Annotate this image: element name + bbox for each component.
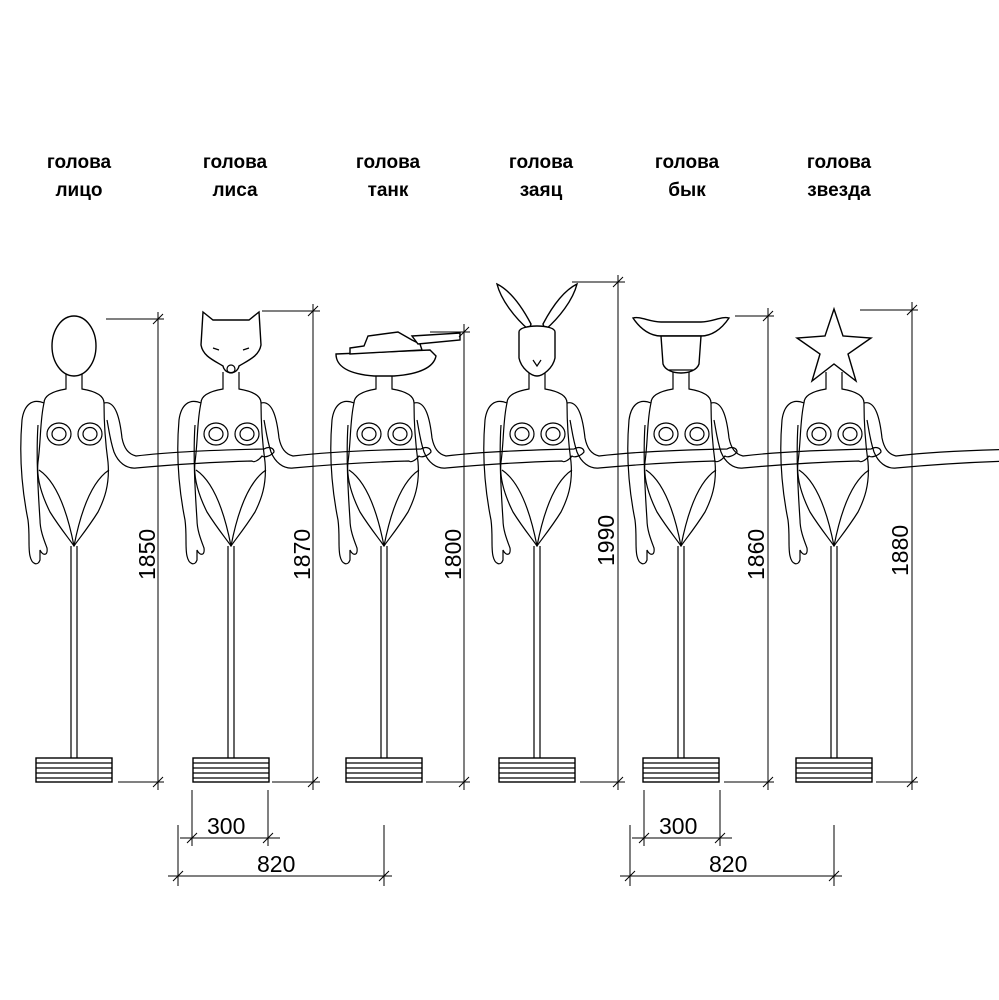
span-label-left: 820 [257, 851, 295, 877]
tank-head-icon [335, 331, 461, 377]
mannequin-face [20, 315, 275, 783]
label-star-type: голова [806, 152, 872, 173]
height-dim-fox: 1870 [262, 304, 320, 790]
label-hare-type: голова [508, 152, 574, 173]
label-hare: голова заяц [481, 149, 601, 205]
mannequin-tank [330, 331, 585, 783]
face-head-icon [51, 315, 97, 377]
height-label-tank: 1800 [440, 529, 466, 580]
label-bull-type: голова [654, 152, 720, 173]
height-dim-face: 1850 [106, 312, 164, 790]
mannequin-fox [177, 310, 432, 783]
label-bull-name: бык [668, 180, 706, 201]
base-width-label-left: 300 [207, 813, 245, 839]
height-label-star: 1880 [887, 525, 913, 576]
label-fox-type: голова [202, 152, 268, 173]
label-face-type: голова [46, 152, 112, 173]
fox-head-icon [200, 310, 262, 374]
mannequin-hare [483, 282, 738, 783]
height-dim-tank: 1800 [426, 324, 470, 790]
label-star-name: звезда [807, 180, 871, 201]
width-dims-left: 300 820 [168, 790, 392, 886]
label-face-name: лицо [55, 180, 103, 201]
label-tank-type: голова [355, 152, 421, 173]
height-dim-star: 1880 [860, 302, 918, 790]
height-label-face: 1850 [134, 529, 160, 580]
base-width-label-right: 300 [659, 813, 697, 839]
star-head-icon [794, 306, 874, 383]
height-dims: 1850 1870 1800 1990 [106, 275, 918, 790]
label-tank-name: танк [367, 180, 409, 201]
mannequin-star [780, 306, 999, 783]
label-face: голова лицо [19, 149, 139, 205]
height-dim-hare: 1990 [572, 275, 625, 790]
mannequin-bull [627, 316, 882, 783]
label-tank: голова танк [328, 149, 448, 205]
height-label-bull: 1860 [743, 529, 769, 580]
height-label-fox: 1870 [289, 529, 315, 580]
height-dim-bull: 1860 [724, 308, 774, 790]
span-label-right: 820 [709, 851, 747, 877]
label-bull: голова бык [627, 149, 747, 205]
label-star: голова звезда [779, 149, 899, 205]
height-label-hare: 1990 [593, 515, 619, 566]
label-fox-name: лиса [212, 180, 258, 201]
hare-head-icon [495, 282, 579, 377]
label-hare-name: заяц [519, 180, 563, 201]
label-fox: голова лиса [175, 149, 295, 205]
bull-head-icon [631, 316, 731, 374]
width-dims-right: 300 820 [620, 790, 842, 886]
